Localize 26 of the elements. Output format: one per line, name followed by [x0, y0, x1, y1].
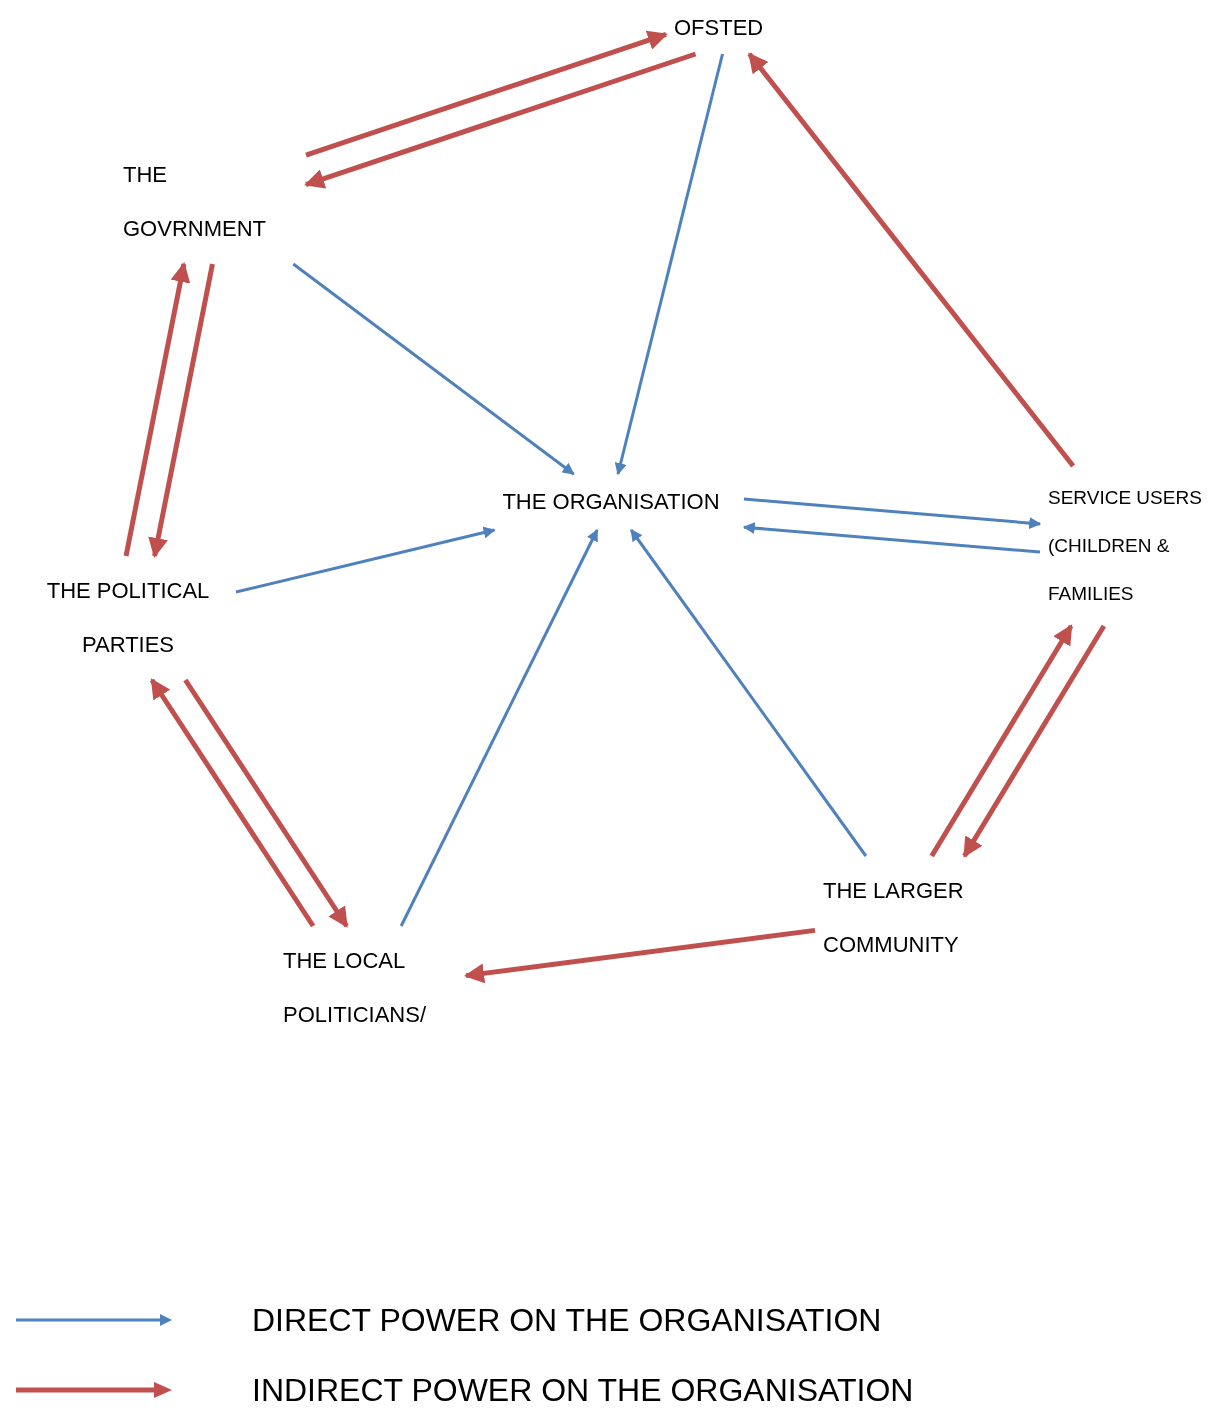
- arrow: [743, 497, 1042, 529]
- arrow: [304, 51, 697, 189]
- arrow: [148, 263, 215, 558]
- entity-label: OFSTED: [666, 2, 792, 54]
- arrow: [399, 528, 599, 927]
- entity-label: THE ORGANISATION: [478, 474, 744, 530]
- legend-label: INDIRECT POWER ON THE ORGANISATION: [252, 1371, 914, 1410]
- entity-label: THE GOVRNMENT: [115, 140, 306, 264]
- entity-label: THE POLITICAL PARTIES: [20, 556, 236, 680]
- arrow: [183, 678, 349, 928]
- arrow: [929, 624, 1074, 858]
- arrow: [614, 53, 724, 476]
- arrow: [742, 522, 1041, 554]
- arrow: [962, 624, 1106, 858]
- arrow: [235, 526, 496, 594]
- arrow: [464, 927, 816, 984]
- arrow: [149, 678, 316, 928]
- arrow: [747, 52, 1076, 468]
- entity-label: SERVICE USERS (CHILDREN & FAMILIES: [1040, 466, 1227, 626]
- arrow: [629, 529, 868, 857]
- legend-label: DIRECT POWER ON THE ORGANISATION: [252, 1301, 882, 1340]
- entity-label: THE LARGER COMMUNITY: [815, 856, 1006, 980]
- entity-label: THE LOCAL POLITICIANS/: [275, 926, 466, 1050]
- arrow: [292, 262, 575, 476]
- arrow: [123, 262, 191, 557]
- arrow: [305, 30, 668, 158]
